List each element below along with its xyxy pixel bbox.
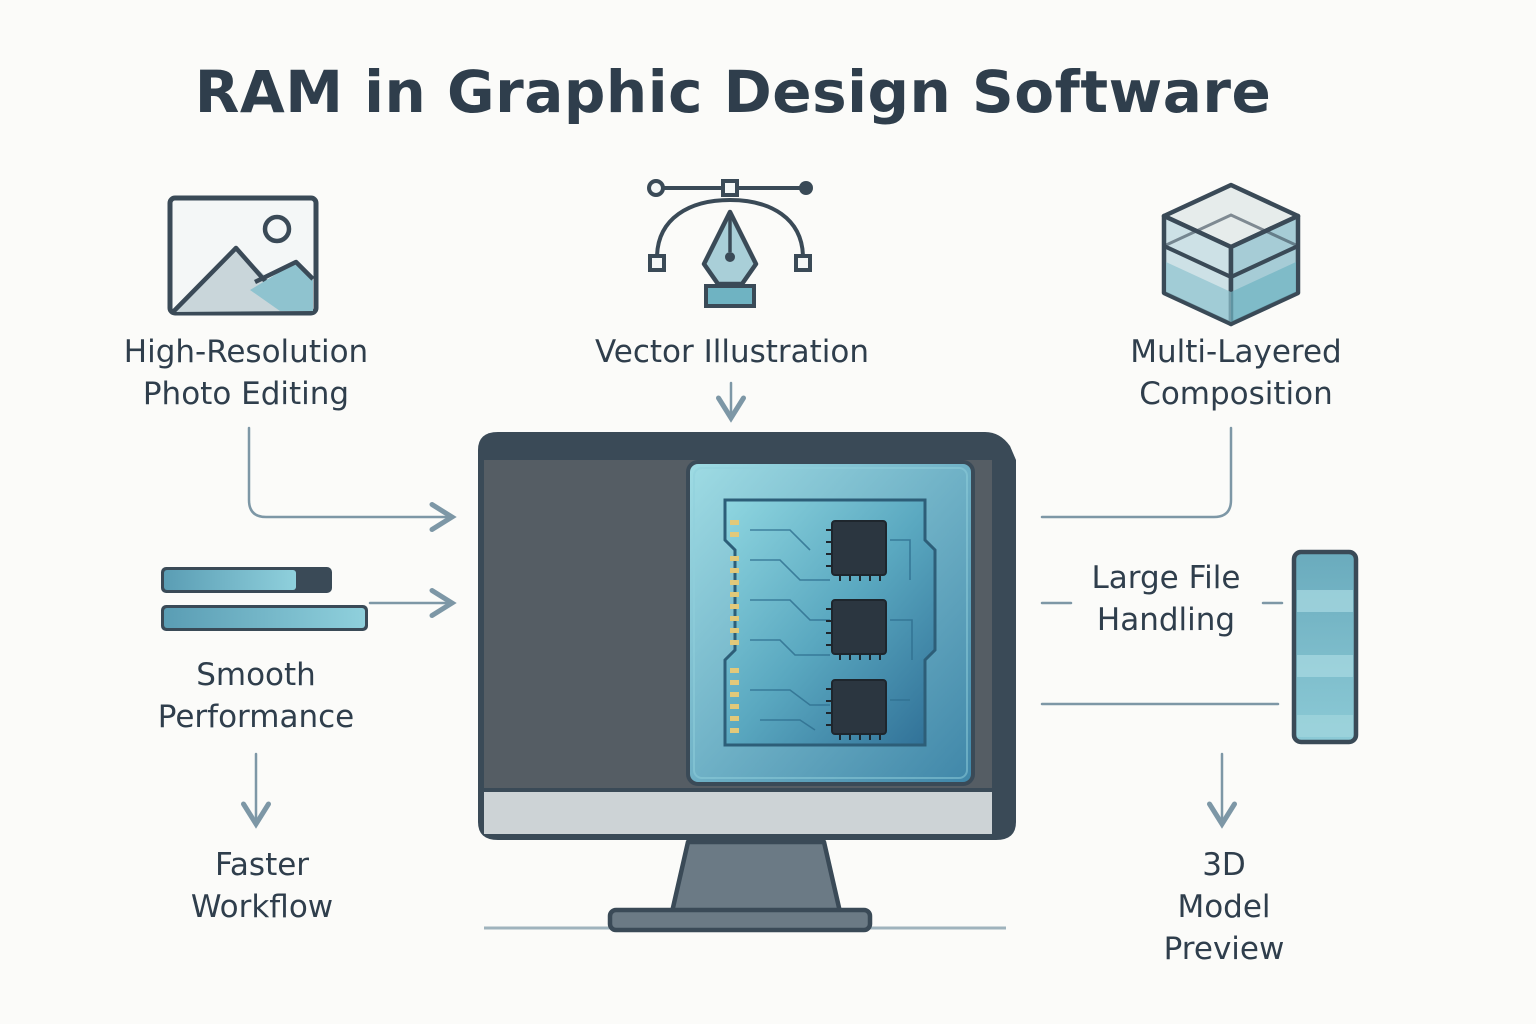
label-line: Smooth (196, 657, 316, 693)
ram-chip (826, 520, 887, 581)
pen-tool-icon (647, 179, 813, 308)
label-line: High-Resolution (123, 334, 369, 370)
label-line: Vector Illustration (594, 334, 870, 370)
label-smooth-performance: Smooth Performance (106, 654, 406, 738)
monitor-with-ram-module-icon (478, 432, 1016, 933)
label-photo-editing: High-Resolution Photo Editing (96, 331, 396, 415)
label-line: 3D (1202, 847, 1246, 883)
label-line: Faster (214, 847, 310, 883)
label-line: Composition (1139, 376, 1333, 412)
ram-chip (826, 679, 887, 740)
label-3d-model-preview: 3D Model Preview (1124, 844, 1324, 970)
connector-layered-to-monitor (1040, 426, 1233, 519)
label-faster-workflow: Faster Workflow (112, 844, 412, 928)
label-line: Workflow (190, 889, 334, 925)
label-line: Model (1177, 889, 1271, 925)
memory-stick-icon (1291, 549, 1359, 745)
progress-bars-icon (161, 567, 368, 631)
layered-cube-icon (1161, 182, 1301, 327)
label-multi-layered: Multi-Layered Composition (1086, 331, 1386, 415)
page-title: RAM in Graphic Design Software (194, 58, 1272, 126)
connectors (241, 381, 1284, 829)
label-line: Photo Editing (142, 376, 350, 412)
label-line: Preview (1163, 931, 1285, 967)
image-icon (167, 195, 319, 316)
label-line: Large File (1091, 560, 1241, 596)
label-vector-illustration: Vector Illustration (582, 331, 882, 373)
connector-photo-to-monitor (247, 426, 457, 532)
label-large-file: Large File Handling (1066, 557, 1266, 641)
label-line: Handling (1096, 602, 1236, 638)
label-line: Multi-Layered (1130, 334, 1342, 370)
label-line: Performance (157, 699, 355, 735)
ram-chip (826, 599, 887, 660)
